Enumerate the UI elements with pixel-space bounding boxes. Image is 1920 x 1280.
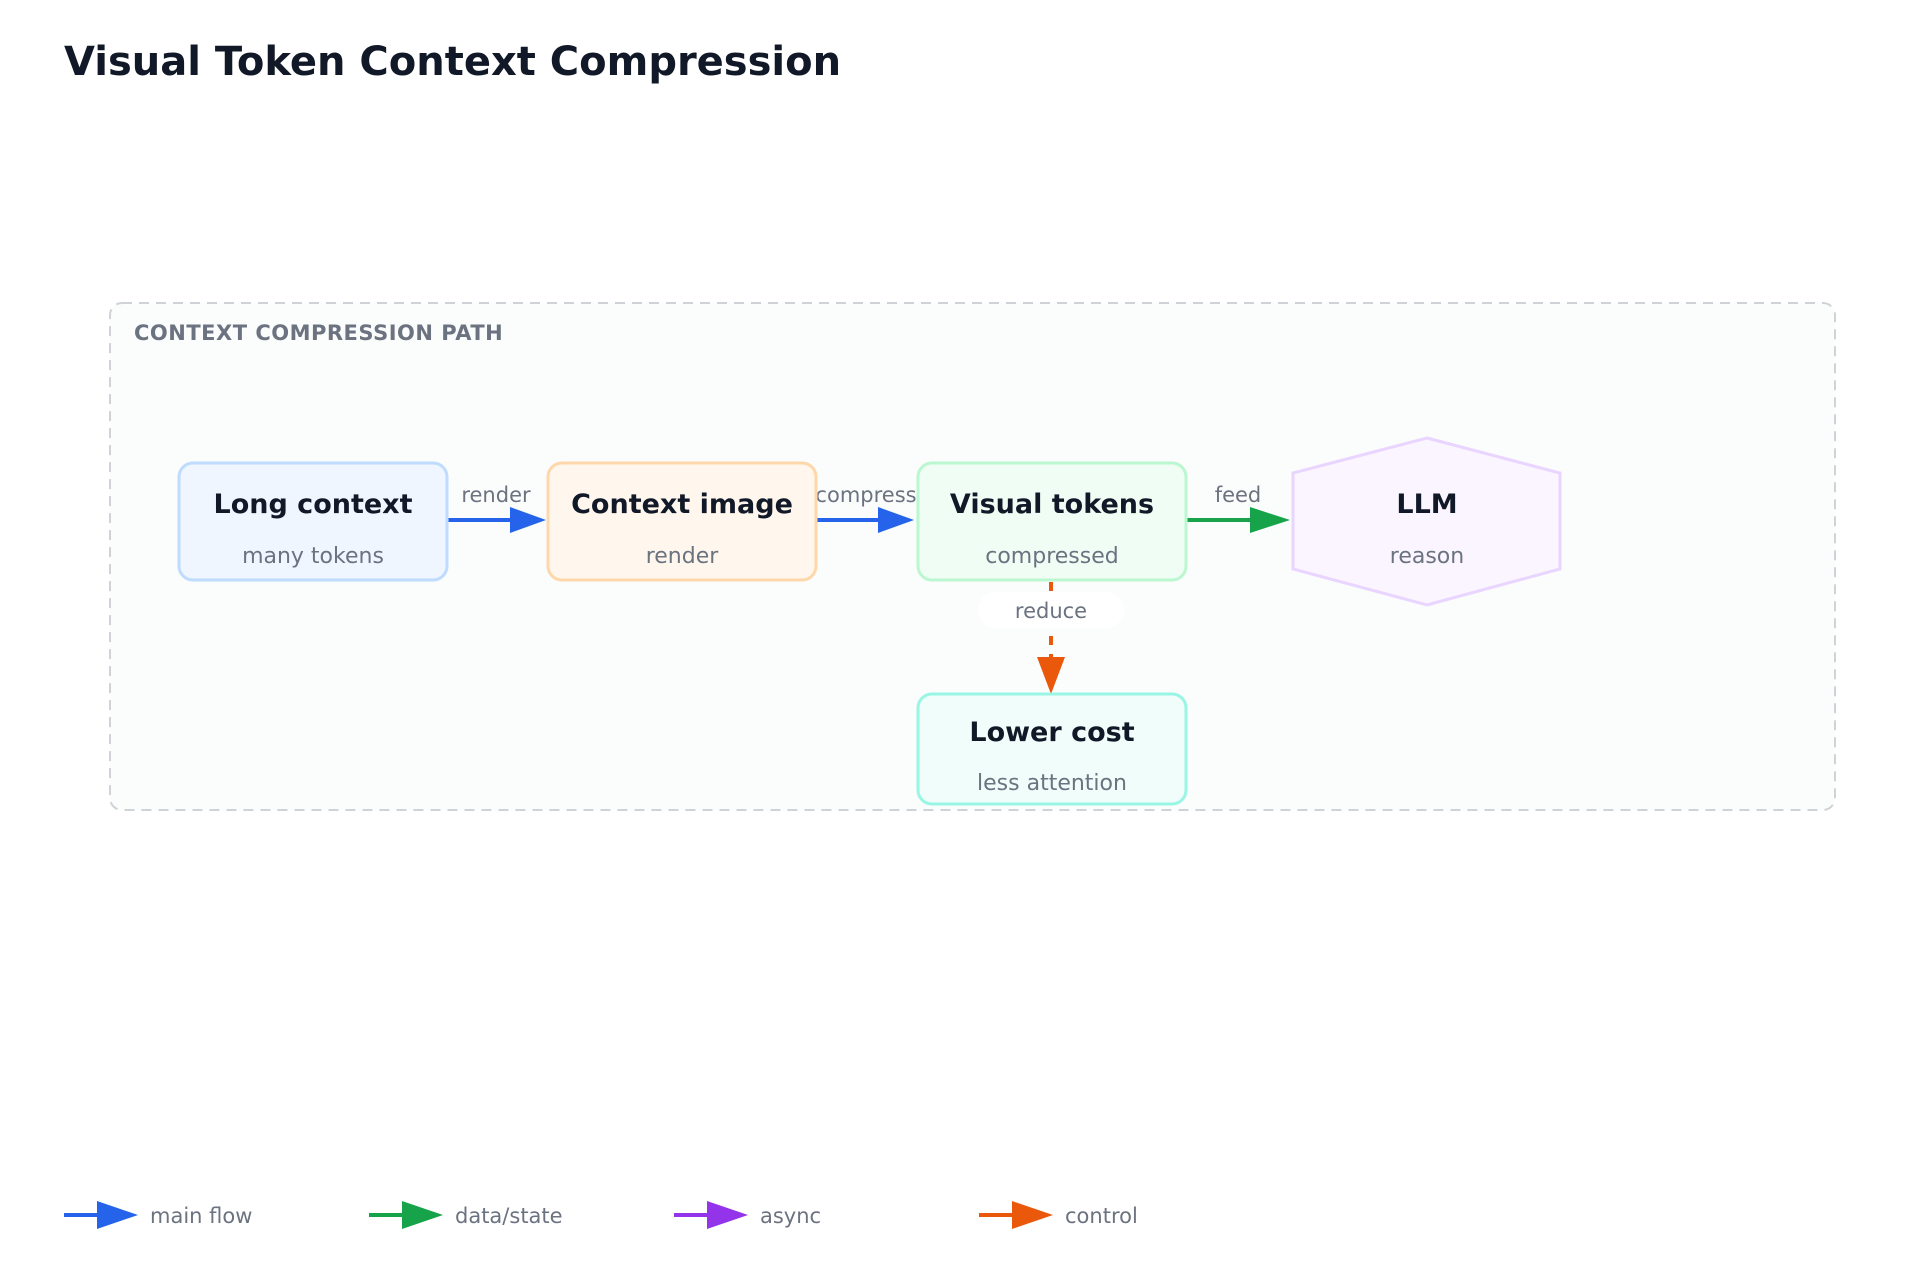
page-title: Visual Token Context Compression <box>64 39 841 85</box>
legend-item-data-state: data/state <box>369 1201 563 1229</box>
legend-data-state-label: data/state <box>455 1204 563 1228</box>
edge-feed: feed <box>1186 483 1290 533</box>
edge-reduce-label-bg <box>978 592 1124 628</box>
legend-data-state-arrowhead <box>402 1201 443 1229</box>
node-llm-hexagon <box>1291 436 1562 607</box>
legend-control-label: control <box>1065 1204 1138 1228</box>
node-long-context-box <box>177 461 449 582</box>
group-label: CONTEXT COMPRESSION PATH <box>134 321 503 345</box>
node-long-context-title: Long context <box>213 489 412 520</box>
node-lower-cost-title: Lower cost <box>969 717 1134 748</box>
node-lower-cost-subtitle: less attention <box>977 771 1127 796</box>
edge-reduce-arrowhead <box>1037 657 1065 694</box>
node-context-image-subtitle: render <box>646 544 720 569</box>
legend-item-async: async <box>674 1201 821 1229</box>
legend-async-arrowhead <box>707 1201 748 1229</box>
legend-main-flow-arrowhead <box>97 1201 138 1229</box>
node-visual-tokens-subtitle: compressed <box>985 544 1118 569</box>
legend-item-control: control <box>979 1201 1138 1229</box>
node-lower-cost-box <box>916 692 1188 806</box>
edge-reduce-label: reduce <box>1015 599 1087 623</box>
edge-render: render <box>447 483 546 533</box>
edge-compress-label: compress <box>815 483 916 507</box>
node-context-image-title: Context image <box>571 489 793 520</box>
node-visual-tokens[interactable]: Visual tokens compressed <box>916 461 1188 582</box>
legend-async-label: async <box>760 1204 821 1228</box>
node-llm[interactable]: LLM reason <box>1291 436 1562 607</box>
node-long-context-subtitle: many tokens <box>242 544 384 569</box>
node-context-image-box <box>546 461 818 582</box>
legend-item-main-flow: main flow <box>64 1201 252 1229</box>
node-llm-subtitle: reason <box>1390 544 1464 569</box>
legend: main flow data/state async control <box>64 1201 1138 1229</box>
edge-feed-arrowhead <box>1250 507 1290 533</box>
node-llm-title: LLM <box>1396 489 1457 520</box>
edge-compress-arrowhead <box>878 507 914 533</box>
edge-reduce: reduce <box>978 582 1124 694</box>
node-visual-tokens-title: Visual tokens <box>950 489 1154 520</box>
node-visual-tokens-box <box>916 461 1188 582</box>
node-lower-cost[interactable]: Lower cost less attention <box>916 692 1188 806</box>
edge-render-label: render <box>461 483 531 507</box>
edge-compress: compress <box>815 483 917 533</box>
legend-main-flow-label: main flow <box>150 1204 252 1228</box>
legend-control-arrowhead <box>1012 1201 1053 1229</box>
edge-render-arrowhead <box>510 507 546 533</box>
node-long-context[interactable]: Long context many tokens <box>177 461 449 582</box>
node-context-image[interactable]: Context image render <box>546 461 818 582</box>
edge-feed-label: feed <box>1215 483 1262 507</box>
